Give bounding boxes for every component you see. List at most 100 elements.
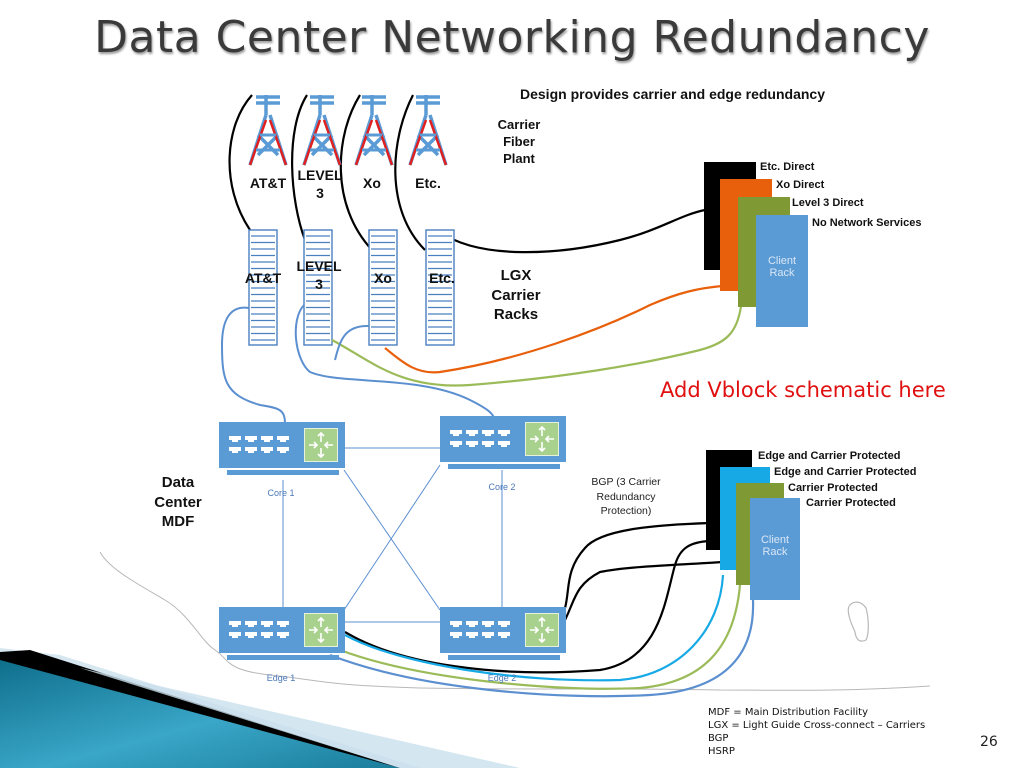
link-xo-core: [334, 324, 370, 361]
label-line: Plant: [503, 150, 535, 166]
rack-label-line: 3: [315, 276, 323, 293]
router-icon: [525, 613, 559, 647]
fiber-etc: [394, 94, 426, 251]
tower-label-line: LEVEL: [297, 167, 343, 183]
fiber-xo: [339, 94, 373, 251]
link-edge1-green: [339, 584, 742, 690]
client-rack-text: Client: [767, 255, 797, 267]
switch-base: [227, 470, 339, 475]
ports-icon: [229, 621, 289, 638]
carrier-fiber-plant-label: Carrier Fiber Plant: [488, 117, 550, 168]
tower-label-level3: LEVEL 3: [294, 166, 346, 202]
label-line: Carrier: [497, 117, 541, 132]
network-device-core1: Core 1: [219, 422, 345, 502]
client-rack-no-services: Client Rack: [756, 215, 808, 327]
floor-outline: [99, 551, 931, 691]
data-center-mdf-label: Data Center MDF: [140, 473, 216, 532]
client-rack-stack-bottom: Edge and Carrier Protected Edge and Carr…: [706, 450, 946, 610]
link-att-core: [220, 306, 286, 425]
rack-label-att: AT&T: [244, 270, 282, 286]
client-rack-stack-top: Etc. Direct Xo Direct Level 3 Direct Cli…: [704, 161, 944, 332]
rack-label-level3: LEVEL 3: [292, 257, 346, 293]
label-line: Carrier: [491, 286, 541, 304]
fiber-etc-direct: [439, 208, 706, 254]
rack-label-xo: Xo: [374, 270, 392, 286]
vblock-placeholder-note: Add Vblock schematic here: [660, 378, 946, 402]
bgp-note: BGP (3 Carrier Redundancy Protection): [580, 475, 672, 519]
towers: [248, 95, 448, 166]
tower-label-xo: Xo: [363, 175, 381, 191]
tower-att: [248, 95, 288, 166]
switch-body: [440, 607, 566, 653]
switch-body: [219, 422, 345, 468]
link-level3-core: [294, 304, 496, 421]
label-line: LGX: [500, 267, 532, 284]
client-rack-label: No Network Services: [812, 217, 922, 229]
diagram-subtitle: Design provides carrier and edge redunda…: [520, 86, 825, 102]
link-edge1-blue: [329, 599, 755, 698]
client-rack-label: Etc. Direct: [760, 161, 815, 173]
client-rack-label: Edge and Carrier Protected: [774, 466, 917, 478]
label-line: Fiber: [503, 133, 535, 149]
rack-label-line: LEVEL: [296, 258, 342, 274]
tower-label-line: 3: [316, 185, 324, 202]
router-icon: [525, 422, 559, 456]
label-line: Center: [154, 493, 202, 511]
label-line: MDF: [161, 513, 195, 530]
tower-label-att: AT&T: [249, 175, 287, 191]
slide-title: Data Center Networking Redundancy: [94, 12, 930, 63]
link-level3-direct: [331, 299, 744, 387]
device-label: Edge 1: [266, 673, 296, 683]
ports-icon: [450, 430, 510, 447]
client-rack-label: Edge and Carrier Protected: [758, 450, 901, 462]
floor-outline-island: [847, 601, 869, 642]
note-line: MDF = Main Distribution Facility: [708, 707, 869, 718]
bgp-link-2: [564, 560, 723, 621]
link-xo-direct: [384, 284, 723, 374]
fiber-level3: [291, 94, 308, 241]
device-label: Core 2: [488, 482, 516, 492]
bgp-note-line: BGP (3 Carrier: [591, 476, 661, 488]
abbreviation-notes: MDF = Main Distribution Facility LGX = L…: [708, 706, 925, 758]
switch-base: [448, 464, 560, 469]
client-rack-label: Level 3 Direct: [792, 197, 864, 209]
page-number: 26: [980, 734, 998, 750]
lgx-carrier-racks-label: LGX Carrier Racks: [480, 266, 552, 325]
client-rack-text: Rack: [769, 267, 795, 279]
rack-label-etc: Etc.: [429, 270, 455, 286]
label-line: Data: [161, 474, 195, 491]
tower-xo: [354, 95, 394, 166]
fiber-att: [228, 94, 253, 231]
client-rack-text: Rack: [762, 546, 788, 558]
bgp-note-line: Redundancy: [596, 490, 656, 503]
bgp-link-1: [563, 521, 711, 609]
client-rack-label: Carrier Protected: [806, 497, 896, 509]
switch-body: [219, 607, 345, 653]
device-label: Edge 2: [487, 673, 517, 683]
bgp-note-line: Protection): [600, 505, 652, 518]
note-line: BGP: [708, 733, 729, 744]
note-line: LGX = Light Guide Cross-connect – Carrie…: [708, 720, 926, 731]
tower-level3: [302, 95, 342, 166]
ports-icon: [450, 621, 510, 638]
router-icon: [304, 613, 338, 647]
note-line: HSRP: [708, 746, 735, 757]
client-rack-label: Carrier Protected: [788, 482, 878, 494]
switch-base: [227, 655, 339, 660]
bgp-link-3: [344, 539, 711, 674]
link-edge1-cyan: [344, 574, 725, 682]
label-line: Racks: [493, 306, 539, 323]
network-device-edge2: Edge 2: [440, 607, 566, 687]
client-rack-label: Xo Direct: [776, 179, 825, 191]
switch-body: [440, 416, 566, 462]
tower-etc: [408, 95, 448, 166]
router-icon: [304, 428, 338, 462]
network-device-edge1: Edge 1: [219, 607, 345, 687]
ports-icon: [229, 436, 289, 453]
client-rack-text: Client: [760, 534, 790, 546]
client-rack-carrier-2: Client Rack: [750, 498, 800, 600]
tower-label-etc: Etc.: [415, 175, 441, 191]
device-label: Core 1: [267, 488, 295, 498]
